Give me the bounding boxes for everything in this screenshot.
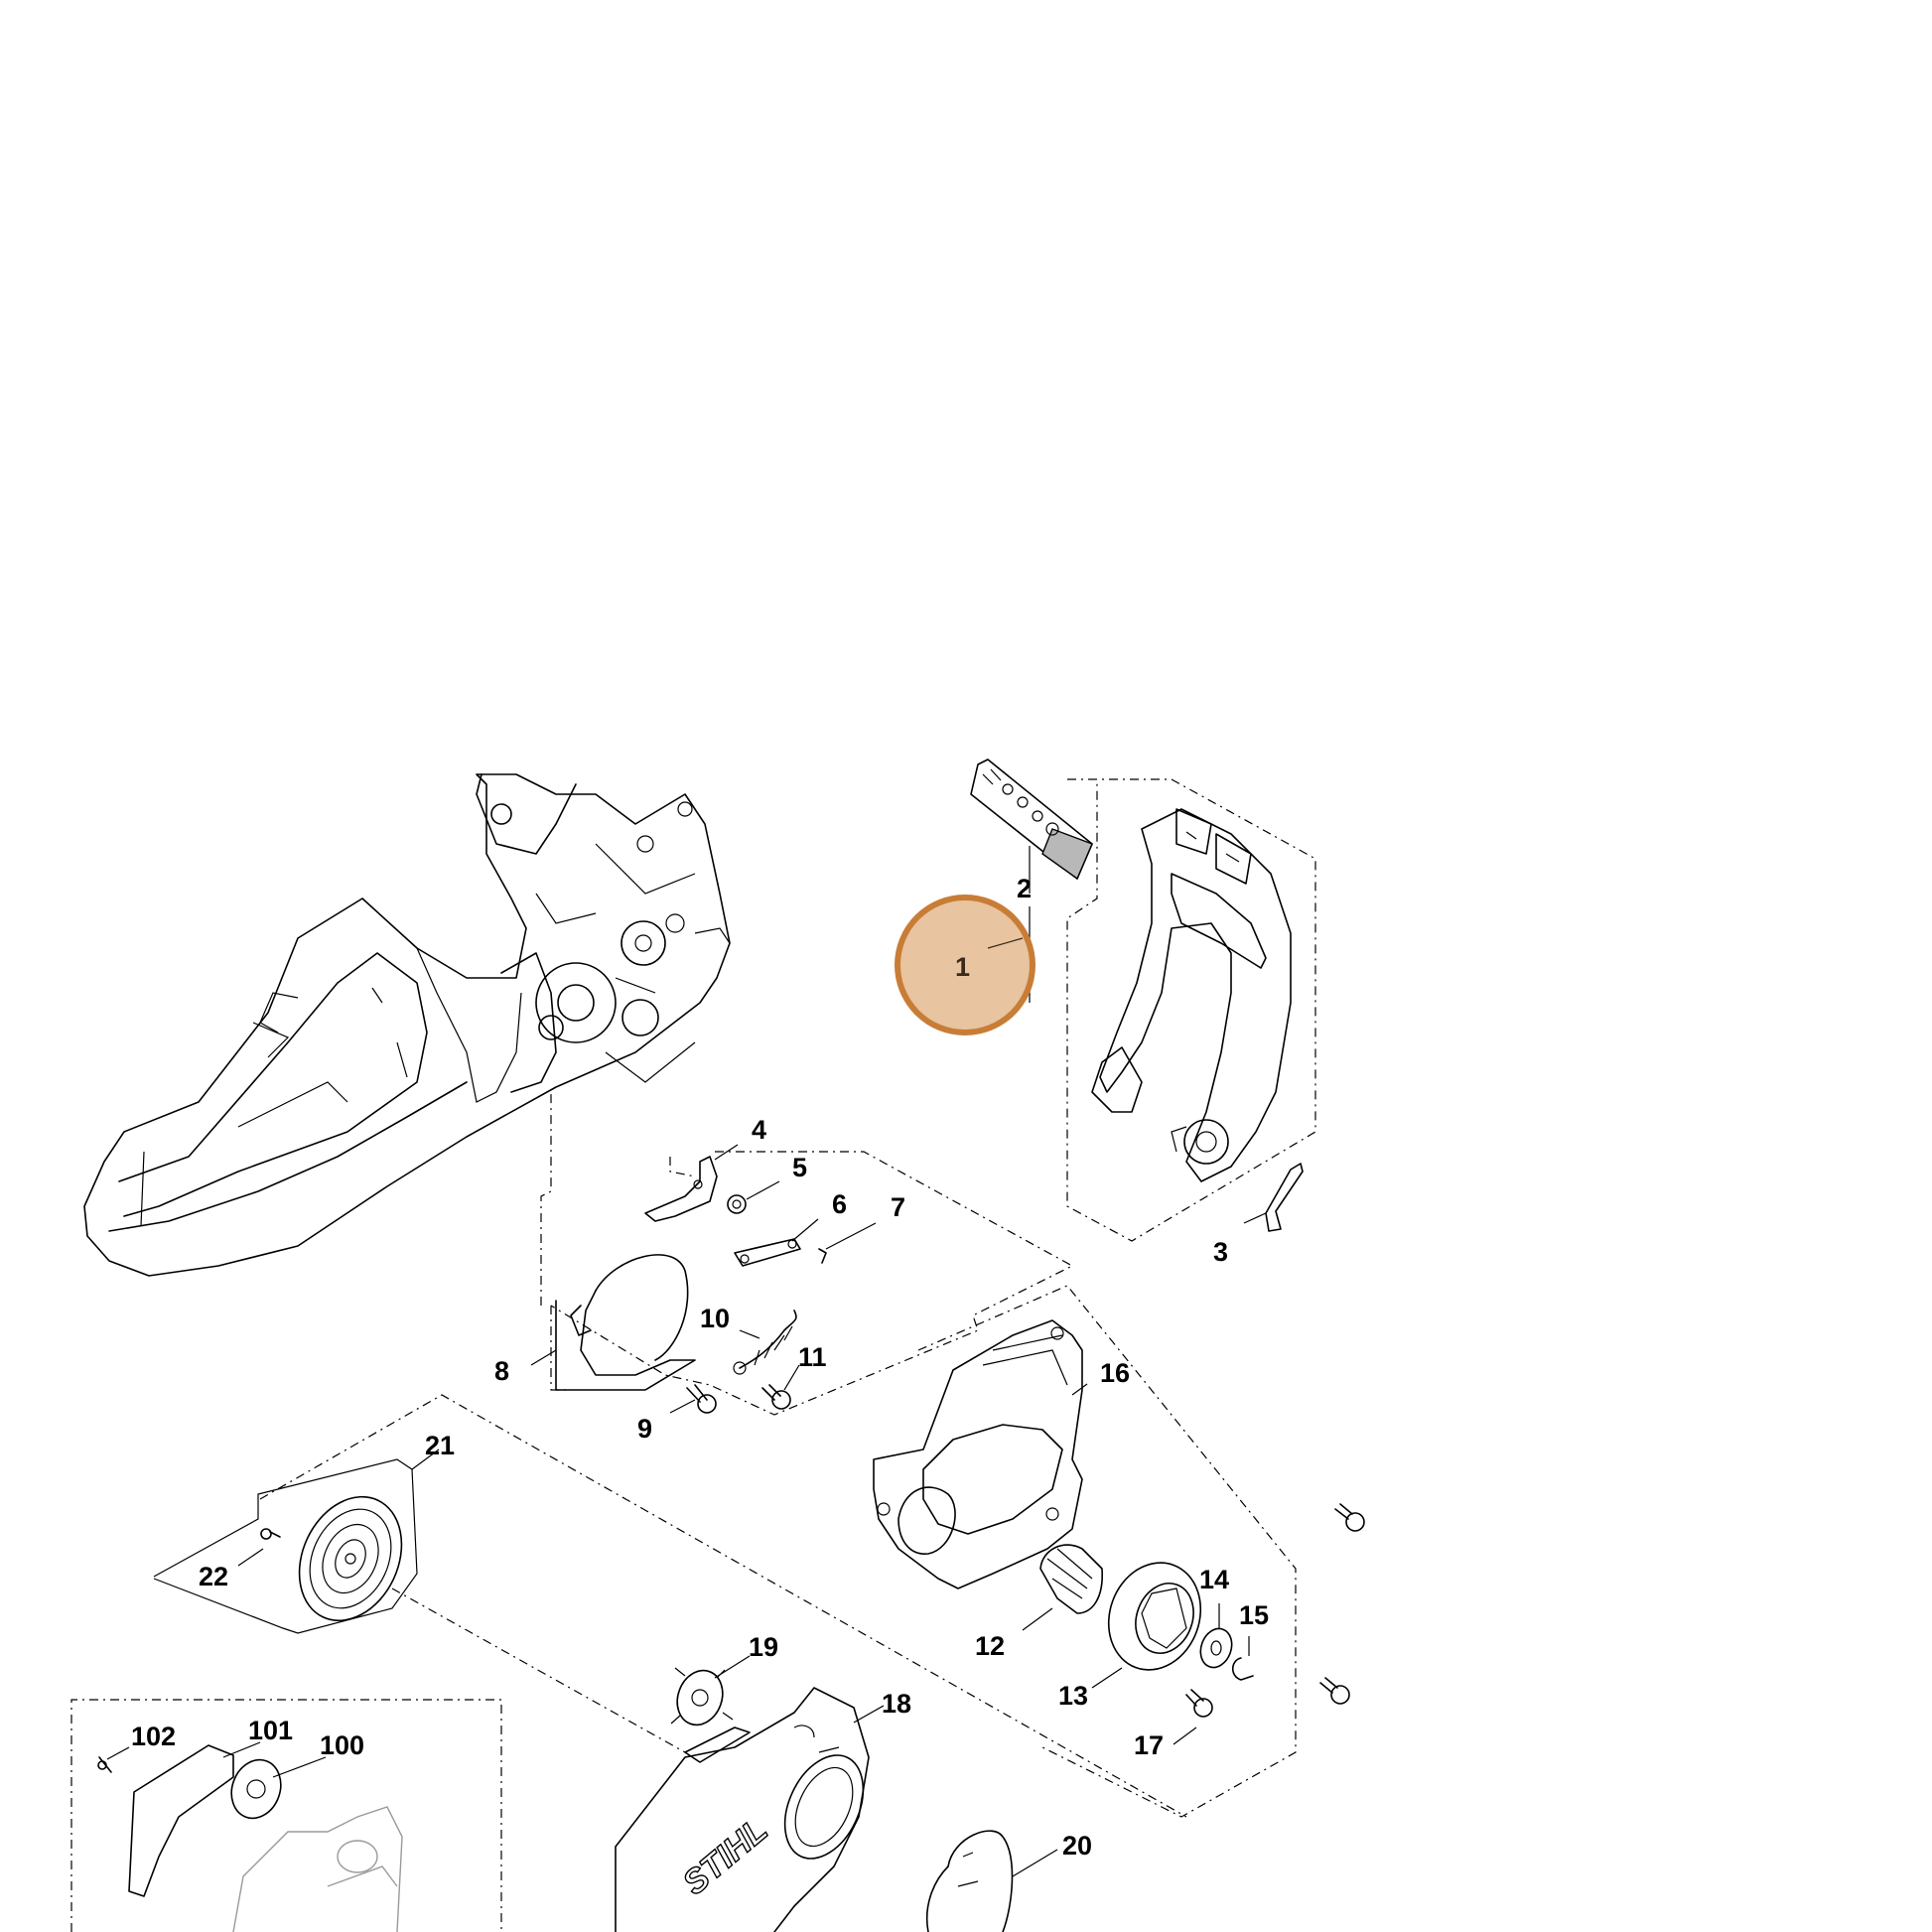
- callout-3[interactable]: 3: [1213, 1237, 1228, 1267]
- part-1-hand-guard: [1066, 778, 1316, 1242]
- stihl-logo: STIHL: [676, 1811, 775, 1902]
- callout-8[interactable]: 8: [494, 1356, 509, 1386]
- part-16-cover-plate: [873, 1285, 1297, 1818]
- highlight-circle[interactable]: [895, 895, 1035, 1035]
- part-20-cover-disc: [925, 1830, 1014, 1932]
- callout-5[interactable]: 5: [792, 1153, 807, 1182]
- callout-18[interactable]: 18: [882, 1689, 911, 1719]
- callout-102[interactable]: 102: [131, 1722, 176, 1751]
- part-2-label-plate: [970, 759, 1093, 881]
- callout-2[interactable]: 2: [1017, 874, 1032, 903]
- callout-1[interactable]: 1: [955, 952, 970, 982]
- callout-100[interactable]: 100: [320, 1730, 364, 1760]
- callout-22[interactable]: 22: [199, 1562, 228, 1591]
- callout-17[interactable]: 17: [1134, 1730, 1164, 1760]
- callout-16[interactable]: 16: [1100, 1358, 1130, 1388]
- crankcase-housing: [83, 773, 731, 1277]
- brake-band-assembly: [540, 1092, 1074, 1416]
- callout-13[interactable]: 13: [1058, 1681, 1088, 1711]
- part-3-pin: [1265, 1163, 1304, 1232]
- callout-9[interactable]: 9: [637, 1414, 652, 1444]
- callout-7[interactable]: 7: [891, 1192, 905, 1222]
- leader-lines: [106, 846, 1267, 1877]
- optional-kit-box: [70, 1699, 502, 1932]
- callout-6[interactable]: 6: [832, 1189, 847, 1219]
- callout-101[interactable]: 101: [248, 1716, 293, 1745]
- callout-15[interactable]: 15: [1239, 1600, 1269, 1630]
- callout-20[interactable]: 20: [1062, 1831, 1092, 1861]
- callout-12[interactable]: 12: [975, 1631, 1005, 1661]
- callout-4[interactable]: 4: [752, 1115, 766, 1145]
- part-18-sprocket-cover: STIHL: [615, 1667, 870, 1932]
- callout-labels: 2 3 4 5 6 7 8 9 10 11 12 13 14 15 16 17 …: [131, 874, 1269, 1861]
- highlight-marker[interactable]: 1: [895, 895, 1035, 1035]
- callout-14[interactable]: 14: [1199, 1565, 1229, 1594]
- callout-10[interactable]: 10: [700, 1304, 730, 1333]
- callout-19[interactable]: 19: [749, 1632, 778, 1662]
- part-21-ratchet-wheel: [153, 1394, 1187, 1818]
- callout-11[interactable]: 11: [798, 1342, 827, 1372]
- callout-21[interactable]: 21: [425, 1431, 455, 1460]
- clutch-group: [1039, 1503, 1365, 1718]
